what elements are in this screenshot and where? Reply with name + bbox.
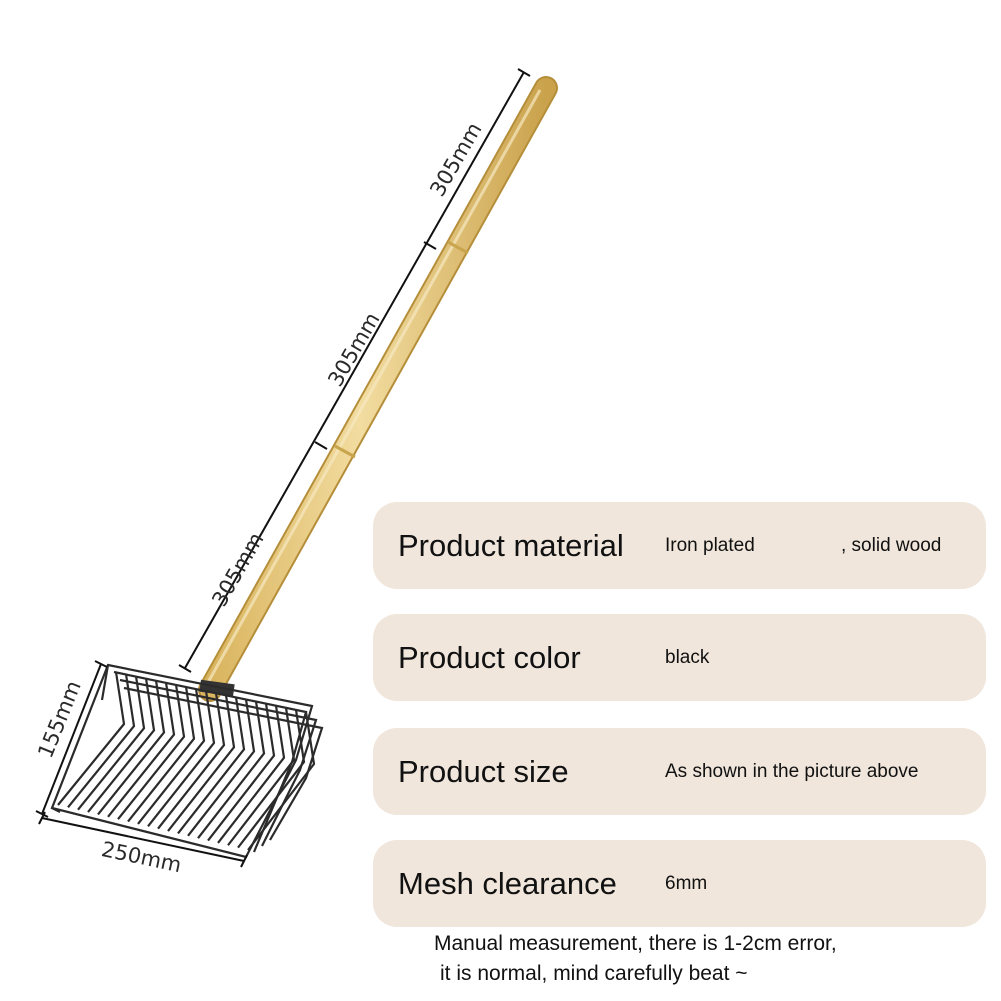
spec-value-material: Iron plated [665, 534, 755, 556]
spec-card-color: Product color black [373, 614, 986, 701]
mesh-wire [117, 684, 186, 820]
scoop-dimension-lines [35, 660, 248, 868]
mesh-wire [127, 686, 196, 823]
handle-joint-lower [334, 444, 356, 459]
mesh-wire [247, 711, 316, 851]
mesh-wire [197, 701, 266, 839]
spec-card-size: Product size As shown in the picture abo… [373, 728, 986, 815]
mesh-wires [57, 671, 316, 851]
note-line-1: Manual measurement, there is 1-2cm error… [434, 932, 837, 955]
mesh-wire [207, 703, 276, 842]
spec-value-size: As shown in the picture above [665, 760, 919, 782]
spec-value-color: black [665, 646, 710, 668]
mesh-wire [227, 707, 296, 846]
spec-name-mesh: Mesh clearance [398, 865, 617, 901]
mesh-wire [107, 682, 176, 818]
mesh-wire [177, 697, 246, 835]
dim-label-scoop-width: 250mm [99, 837, 183, 877]
spec-value-material-extra: , solid wood [841, 534, 942, 556]
spec-value-mesh: 6mm [665, 872, 708, 894]
spec-name-size: Product size [398, 753, 569, 789]
mesh-wire [77, 676, 146, 811]
mesh-wire [137, 688, 206, 825]
spec-name-color: Product color [398, 639, 581, 675]
spec-card-material: Product material Iron plated , solid woo… [373, 502, 986, 589]
handle-dimension-line [178, 68, 531, 673]
mesh-wire [157, 692, 226, 830]
mesh-wire [67, 673, 136, 809]
handle-joint-upper [447, 240, 469, 255]
spec-name-material: Product material [398, 527, 624, 563]
mesh-scoop [50, 663, 324, 859]
spec-card-mesh: Mesh clearance 6mm [373, 840, 986, 927]
mesh-wire [97, 680, 166, 816]
mesh-wire [147, 690, 216, 827]
mesh-wire [217, 705, 286, 844]
mesh-wire [187, 699, 256, 837]
mesh-wire [57, 671, 126, 806]
dim-label-scoop-height: 155mm [33, 677, 86, 761]
mesh-wire [87, 678, 156, 813]
mesh-wire [167, 694, 236, 832]
wooden-handle [198, 76, 558, 702]
note-line-2: it is normal, mind carefully beat ~ [440, 962, 748, 985]
mesh-wire [237, 709, 306, 849]
